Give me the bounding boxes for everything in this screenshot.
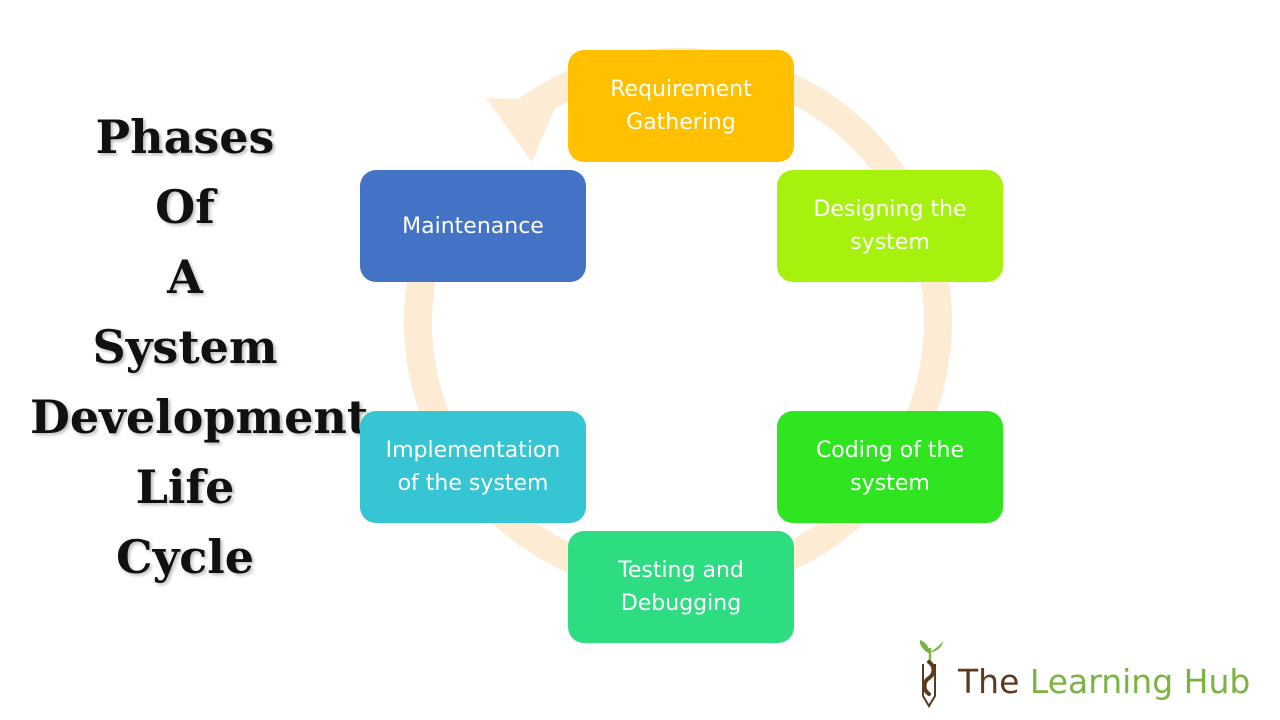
title-line: Phases [95, 110, 275, 164]
phase-maintenance: Maintenance [360, 170, 586, 282]
brand-word-learning-hub: Learning Hub [1029, 662, 1251, 701]
phase-label: Coding of the system [815, 438, 965, 496]
pencil-sprout-icon [919, 640, 943, 708]
phase-label: Requirement Gathering [610, 77, 752, 135]
title-line: System [92, 320, 278, 374]
phase-label: Implementation of the system [385, 438, 561, 496]
title-line: Life [135, 460, 235, 514]
phase-label: Testing and Debugging [618, 558, 744, 616]
phase-testing-and-debugging: Testing and Debugging [568, 531, 794, 643]
brand-name: The Learning Hub [958, 662, 1250, 702]
phase-designing-the-system: Designing the system [777, 170, 1003, 282]
title-line: Of [155, 180, 215, 234]
title-line: Development [30, 390, 369, 444]
phase-implementation-of-the-system: Implementation of the system [360, 411, 586, 523]
brand-logo: The Learning Hub [912, 640, 1272, 710]
phase-requirement-gathering: Requirement Gathering [568, 50, 794, 162]
title-line: Cycle [115, 530, 255, 584]
cycle-arrowhead-icon [486, 98, 558, 162]
title-line: A [167, 250, 203, 304]
page-title: Phases Of A System Development Life Cycl… [30, 102, 369, 592]
phase-label: Maintenance [402, 213, 544, 239]
phase-label: Designing the system [813, 197, 967, 255]
brand-word-the: The [958, 662, 1020, 701]
phase-coding-of-the-system: Coding of the system [777, 411, 1003, 523]
